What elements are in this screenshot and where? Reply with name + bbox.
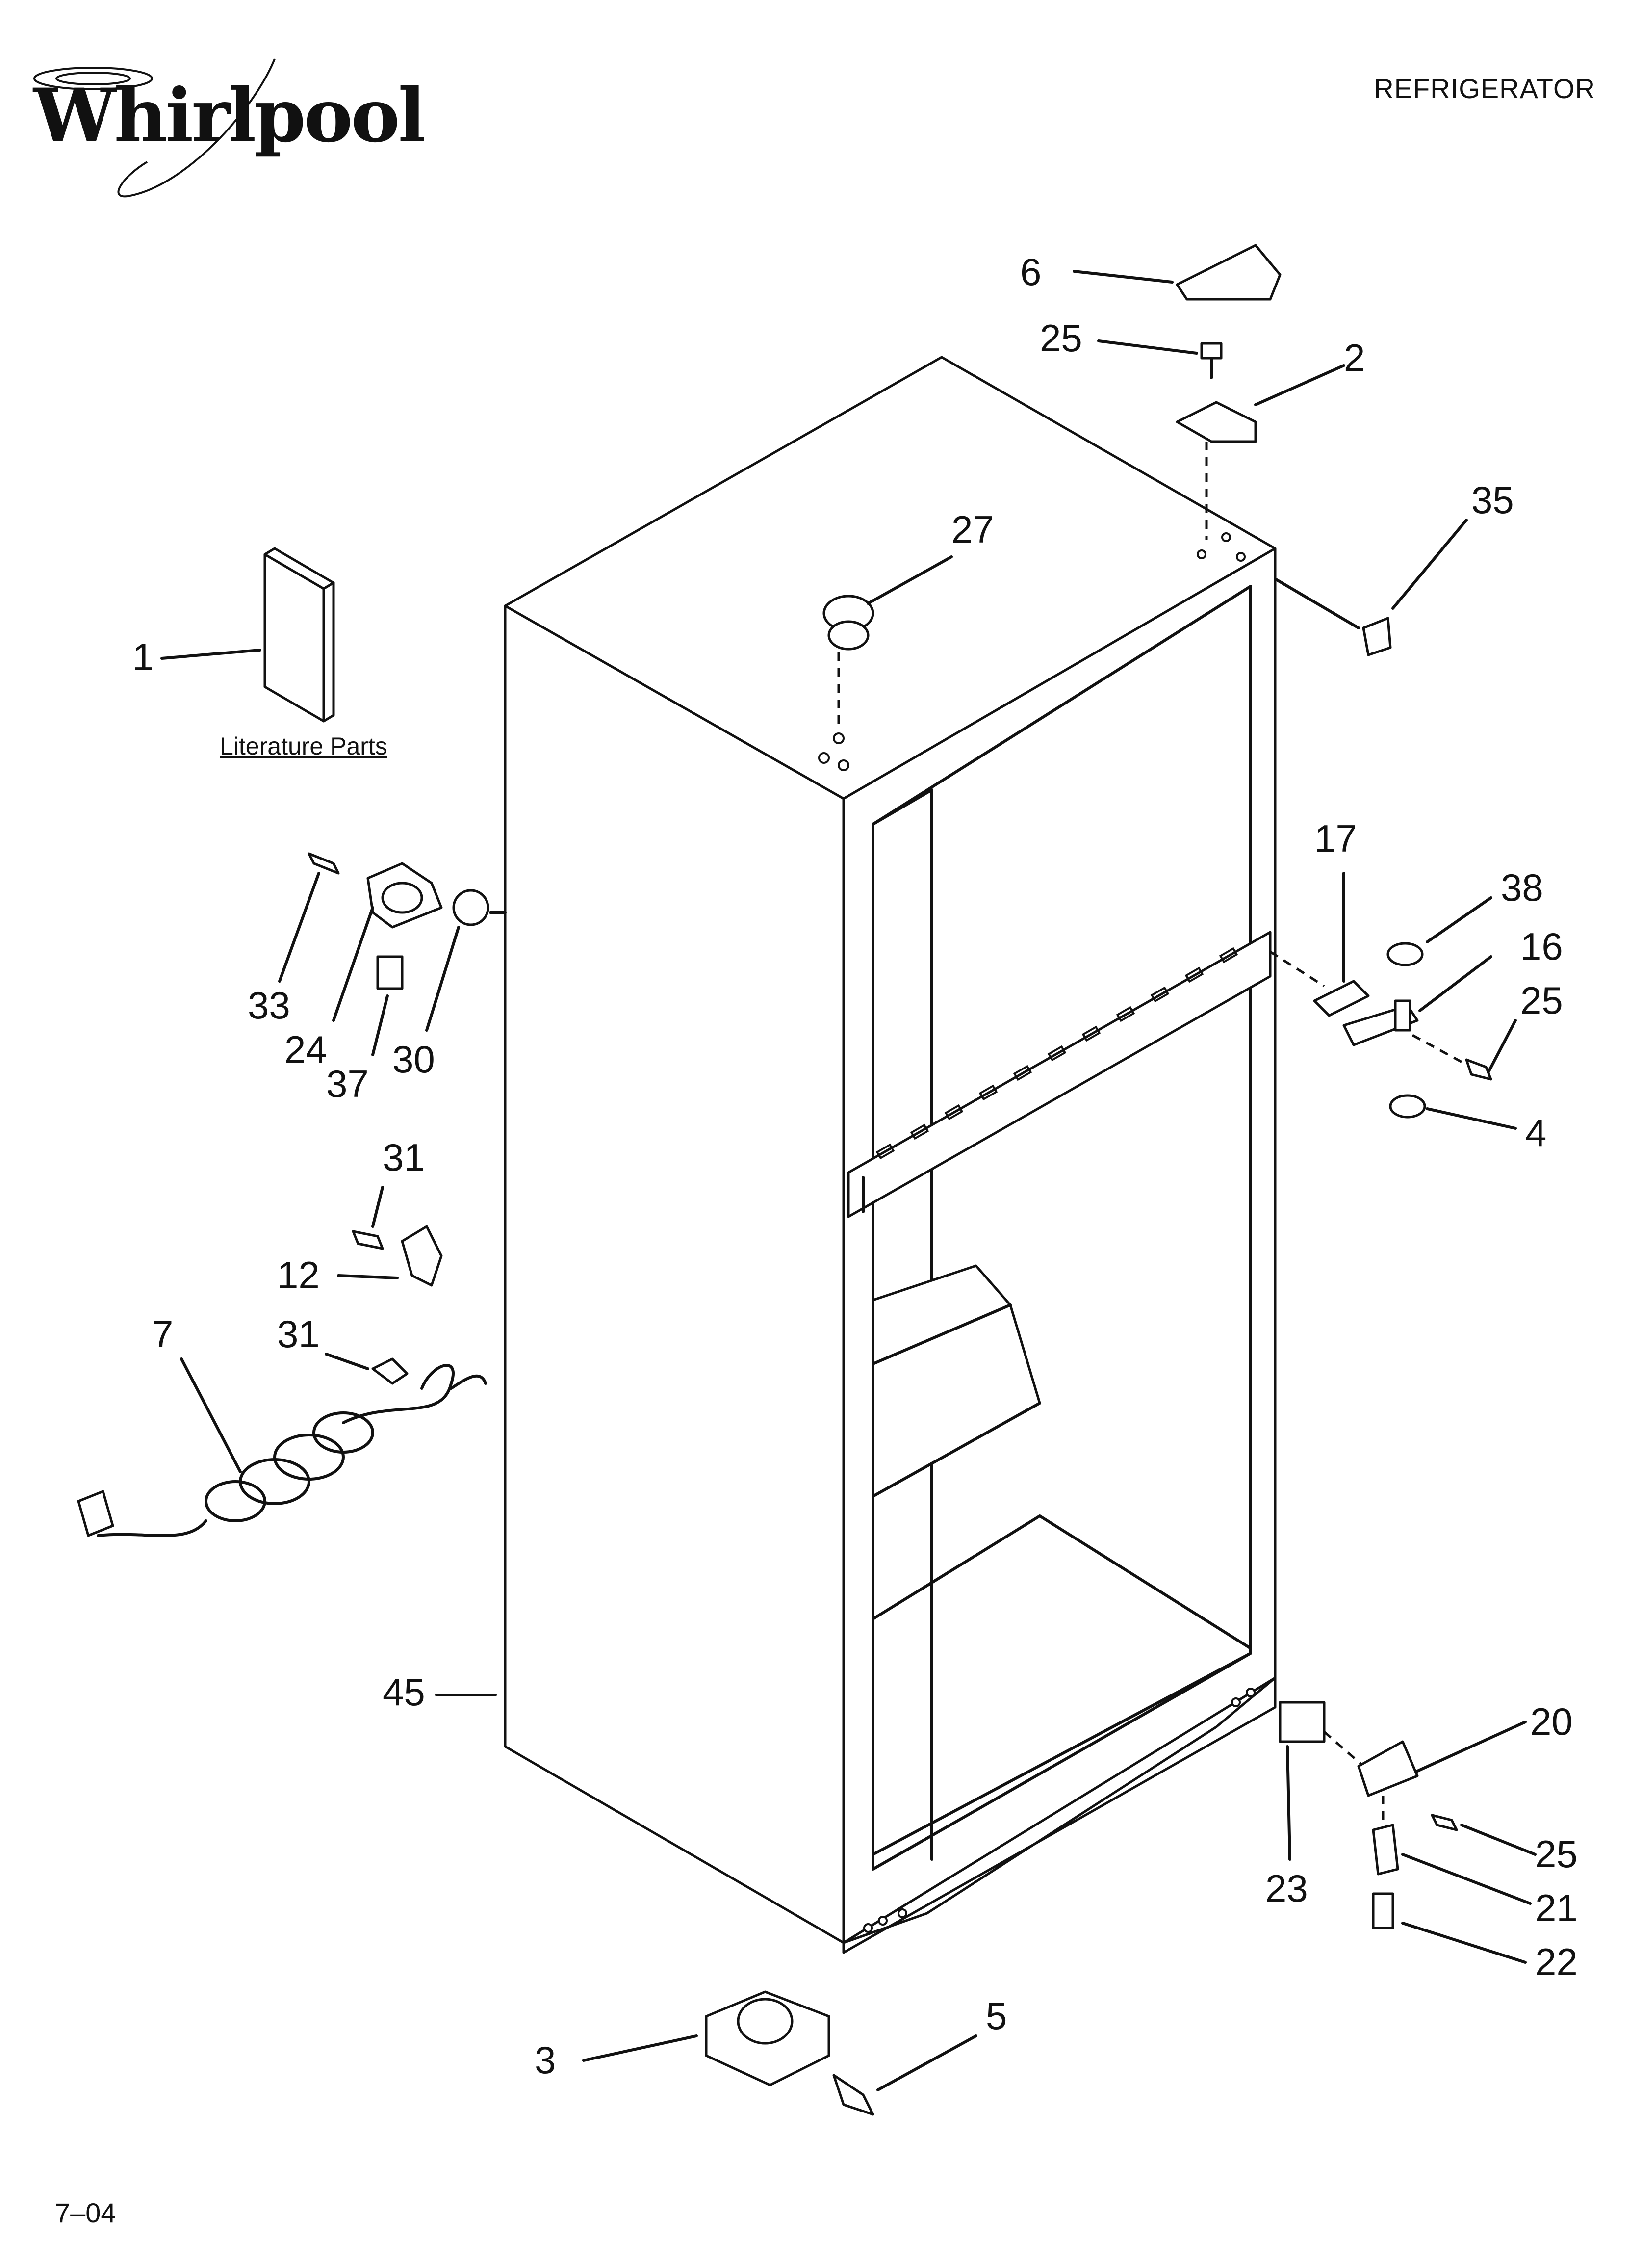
refrigerator-cabinet: [504, 356, 1277, 1954]
cabinet-plug: [822, 595, 874, 731]
callout-27: 27: [951, 508, 994, 551]
callout-38: 38: [1501, 866, 1543, 909]
callout-21: 21: [1535, 1886, 1578, 1929]
callout-25-center: 25: [1520, 979, 1563, 1022]
hinge-screw-top: [1200, 342, 1223, 379]
callout-25-bottom: 25: [1535, 1832, 1578, 1876]
callout-17: 17: [1314, 817, 1357, 860]
literature-parts-booklet: [263, 547, 335, 723]
hinge-cover: [1176, 244, 1282, 301]
callout-45: 45: [383, 1670, 425, 1714]
callout-1: 1: [132, 635, 154, 678]
callout-12: 12: [277, 1253, 320, 1297]
power-cord: [77, 1357, 487, 1537]
cord-clamp-assembly: [352, 1225, 443, 1287]
whirlpool-logo-swirl: [33, 58, 276, 198]
rail-slots: [875, 947, 1238, 1160]
callout-4: 4: [1525, 1111, 1547, 1154]
callout-7: 7: [152, 1312, 174, 1356]
callout-20: 20: [1530, 1700, 1573, 1743]
center-hinge-assembly: [1269, 942, 1492, 1119]
callout-35: 35: [1471, 478, 1514, 521]
callout-33: 33: [248, 984, 290, 1027]
callout-25-top: 25: [1040, 316, 1082, 360]
callout-6: 6: [1020, 250, 1042, 293]
roller-leveler-assembly: [705, 1990, 874, 2116]
callout-5: 5: [986, 1994, 1007, 2037]
callout-24: 24: [284, 1028, 327, 1071]
callout-16: 16: [1520, 925, 1563, 968]
door-stop-assembly: [308, 852, 507, 990]
document-title: REFRIGERATOR: [1374, 73, 1595, 104]
cabinet-clip: [1362, 617, 1392, 656]
callout-2: 2: [1344, 336, 1365, 379]
callout-37: 37: [326, 1062, 369, 1105]
callout-23: 23: [1265, 1867, 1308, 1910]
top-hinge: [1176, 401, 1257, 443]
callout-3: 3: [535, 2038, 556, 2082]
whirlpool-logo: Whirlpool: [33, 73, 426, 159]
bottom-hinge-assembly: [1279, 1701, 1458, 1929]
literature-parts-label: Literature Parts: [220, 732, 387, 760]
callout-leader-lines: [160, 270, 1537, 2091]
revision-code: 7–04: [55, 2197, 116, 2228]
callout-31-lower: 31: [277, 1312, 320, 1356]
callout-31-upper: 31: [383, 1136, 425, 1179]
callout-22: 22: [1535, 1940, 1578, 1983]
callout-30: 30: [392, 1038, 435, 1081]
